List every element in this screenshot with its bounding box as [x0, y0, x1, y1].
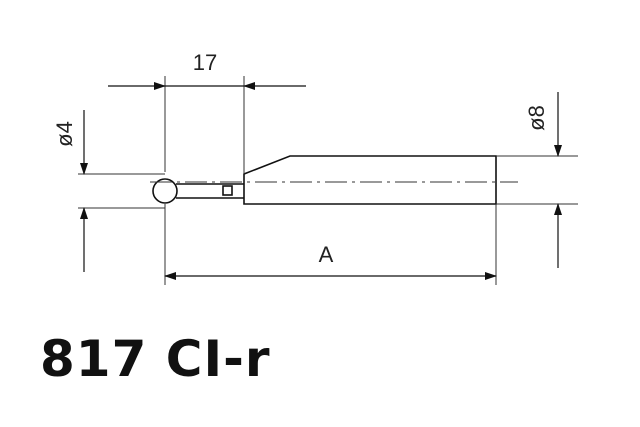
part-number: 817 CI-r [40, 330, 271, 388]
probe-ball [152, 178, 178, 204]
dim-a-label: A [319, 242, 334, 267]
probe-outline [152, 155, 497, 205]
dim-o4-label: ø4 [52, 121, 77, 147]
probe-body [243, 155, 497, 205]
extension-lines [78, 76, 578, 285]
probe-stem-square [222, 185, 233, 196]
dim-17-label: 17 [193, 50, 217, 75]
dim-o8-label: ø8 [524, 105, 549, 131]
